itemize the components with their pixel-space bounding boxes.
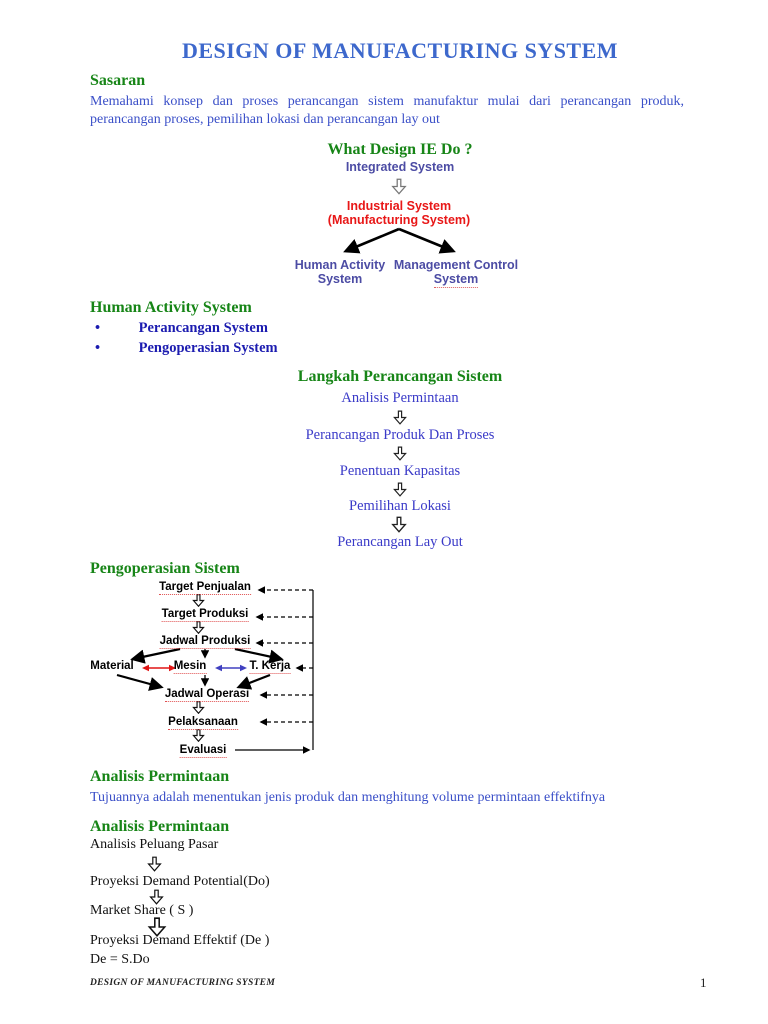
list-item: • Perancangan System [95, 320, 268, 336]
diverging-arrows-icon [343, 227, 456, 254]
down-block-arrow-icon [192, 701, 205, 714]
sasaran-heading: Sasaran [90, 72, 146, 89]
flow-step: Analisis Peluang Pasar [90, 837, 219, 852]
flow-step: De = S.Do [90, 952, 150, 967]
flow-step: Perancangan Lay Out [337, 534, 463, 550]
analisis-heading-1: Analisis Permintaan [90, 768, 230, 785]
down-block-arrow-icon [391, 178, 407, 195]
bullet-icon: • [95, 340, 101, 356]
flow-step: Perancangan Produk Dan Proses [305, 427, 495, 443]
sasaran-body: Memahami konsep dan proses perancangan s… [90, 94, 684, 128]
what-design-heading: What Design IE Do ? [327, 141, 473, 158]
down-block-arrow-icon [147, 856, 162, 872]
node-jadwal-produksi: Jadwal Produksi [159, 635, 251, 649]
management-control-node: Management Control System [393, 258, 519, 288]
human-activity-node: Human Activity System [294, 258, 386, 287]
flow-step: Pemilihan Lokasi [349, 498, 451, 514]
flow-step: Analisis Permintaan [341, 390, 459, 406]
flow-step: Proyeksi Demand Effektif (De ) [90, 933, 270, 948]
page-title: DESIGN OF MANUFACTURING SYSTEM [181, 38, 619, 63]
diagram-connectors [116, 586, 314, 754]
node-pelaksanaan: Pelaksanaan [168, 716, 238, 730]
down-block-arrow-icon [393, 446, 407, 461]
pengoperasian-diagram: Target Penjualan Target Produksi Jadwal … [85, 578, 425, 768]
pengoperasian-heading: Pengoperasian Sistem [90, 560, 240, 577]
node-evaluasi: Evaluasi [179, 744, 227, 758]
list-item: • Pengoperasian System [95, 340, 278, 356]
human-activity-heading: Human Activity System [90, 299, 252, 316]
industrial-system-node: Industrial System (Manufacturing System) [327, 199, 471, 228]
down-block-arrow-icon [391, 516, 407, 533]
down-block-arrow-icon [192, 621, 205, 634]
down-block-arrow-icon [149, 889, 164, 905]
node-target-produksi: Target Produksi [161, 608, 249, 622]
node-material: Material [90, 660, 134, 672]
node-t-kerja: T. Kerja [249, 660, 291, 674]
down-block-arrow-icon [147, 917, 167, 937]
flow-step: Proyeksi Demand Potential(Do) [90, 874, 270, 889]
down-block-arrow-icon [192, 729, 205, 742]
down-block-arrow-icon [393, 482, 407, 497]
bullet-icon: • [95, 320, 101, 336]
flow-step: Market Share ( S ) [90, 903, 194, 918]
footer-title: DESIGN OF MANUFACTURING SYSTEM [90, 978, 276, 988]
node-jadwal-operasi: Jadwal Operasi [164, 688, 250, 702]
down-block-arrow-icon [192, 594, 205, 607]
analisis-body: Tujuannya adalah menentukan jenis produk… [90, 790, 606, 805]
node-target-penjualan: Target Penjualan [159, 581, 251, 595]
down-block-arrow-icon [393, 410, 407, 425]
analisis-heading-2: Analisis Permintaan [90, 818, 230, 835]
integrated-system-node: Integrated System [345, 160, 455, 174]
langkah-heading: Langkah Perancangan Sistem [297, 368, 503, 385]
node-mesin: Mesin [173, 660, 207, 674]
page-number: 1 [700, 975, 707, 990]
flow-step: Penentuan Kapasitas [339, 463, 461, 479]
